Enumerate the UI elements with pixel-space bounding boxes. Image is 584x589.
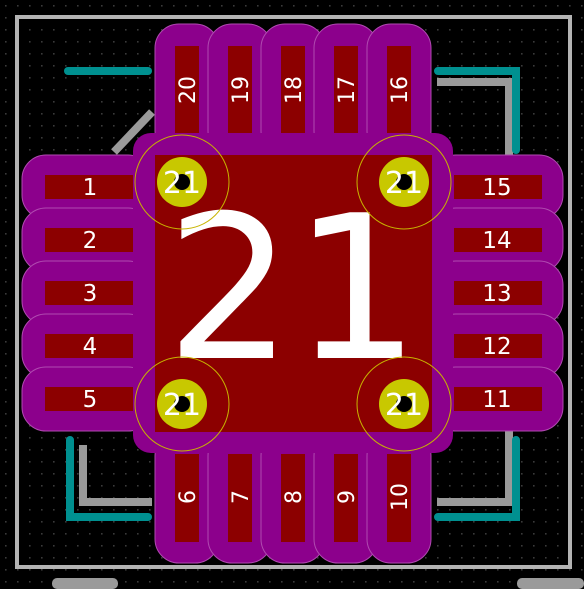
via-hole	[396, 174, 412, 190]
via-label: 21	[385, 166, 423, 201]
pad-4[interactable]	[45, 334, 133, 358]
pad-label: 20	[176, 76, 201, 104]
pad-label: 13	[482, 281, 511, 307]
courtyard-outline	[15, 15, 572, 569]
pad-label: 14	[482, 228, 511, 254]
courtyard-marker-right	[517, 578, 584, 589]
pad-label: 18	[282, 76, 307, 104]
bottom-pad-row: 6 7 8 9 10	[154, 431, 432, 564]
pad-5[interactable]	[45, 387, 133, 411]
pad-label: 3	[83, 281, 98, 307]
pad-label: 10	[388, 483, 413, 511]
pad-label: 11	[482, 387, 511, 413]
pad-16[interactable]	[387, 46, 411, 134]
via-hole	[174, 396, 190, 412]
center-pad-label: 21	[166, 173, 421, 406]
pad-label: 7	[229, 490, 254, 504]
pad-label: 9	[335, 490, 360, 504]
via-clearance	[356, 356, 452, 452]
pad-12[interactable]	[454, 334, 542, 358]
pad-label: 19	[229, 76, 254, 104]
courtyard-marker-left	[52, 578, 118, 589]
pad-1[interactable]	[45, 175, 133, 199]
via-label: 21	[163, 388, 201, 423]
via-hole	[174, 174, 190, 190]
pad-11[interactable]	[454, 387, 542, 411]
pad-17[interactable]	[334, 46, 358, 134]
pad-15[interactable]	[454, 175, 542, 199]
pad-label: 16	[388, 76, 413, 104]
pad-label: 2	[83, 228, 98, 254]
via-clearance	[134, 356, 230, 452]
silkscreen-corners	[64, 67, 520, 521]
via-clearance	[134, 134, 230, 230]
pad-14[interactable]	[454, 228, 542, 252]
right-pad-row: 15 14 13 12 11	[431, 154, 564, 432]
left-pad-row: 1 2 3 4 5	[21, 154, 153, 432]
pad-20[interactable]	[175, 46, 199, 134]
pad-9[interactable]	[334, 454, 358, 542]
pad-7[interactable]	[228, 454, 252, 542]
pad-10[interactable]	[387, 454, 411, 542]
pad-label: 17	[335, 76, 360, 104]
via-label: 21	[163, 166, 201, 201]
center-pad-copper[interactable]	[155, 155, 432, 432]
pad-2[interactable]	[45, 228, 133, 252]
pad-label: 1	[83, 175, 98, 201]
via-label: 21	[385, 388, 423, 423]
pad-13[interactable]	[454, 281, 542, 305]
pad-label: 8	[282, 490, 307, 504]
pad-8[interactable]	[281, 454, 305, 542]
via-clearance	[356, 134, 452, 230]
pad-6[interactable]	[175, 454, 199, 542]
pad-19[interactable]	[228, 46, 252, 134]
pad-label: 6	[176, 490, 201, 504]
pad-label: 4	[83, 334, 98, 360]
pad-label: 15	[482, 175, 511, 201]
pad-18[interactable]	[281, 46, 305, 134]
via-hole	[396, 396, 412, 412]
pad-3[interactable]	[45, 281, 133, 305]
pad-label: 12	[482, 334, 511, 360]
pad-label: 5	[83, 387, 98, 413]
